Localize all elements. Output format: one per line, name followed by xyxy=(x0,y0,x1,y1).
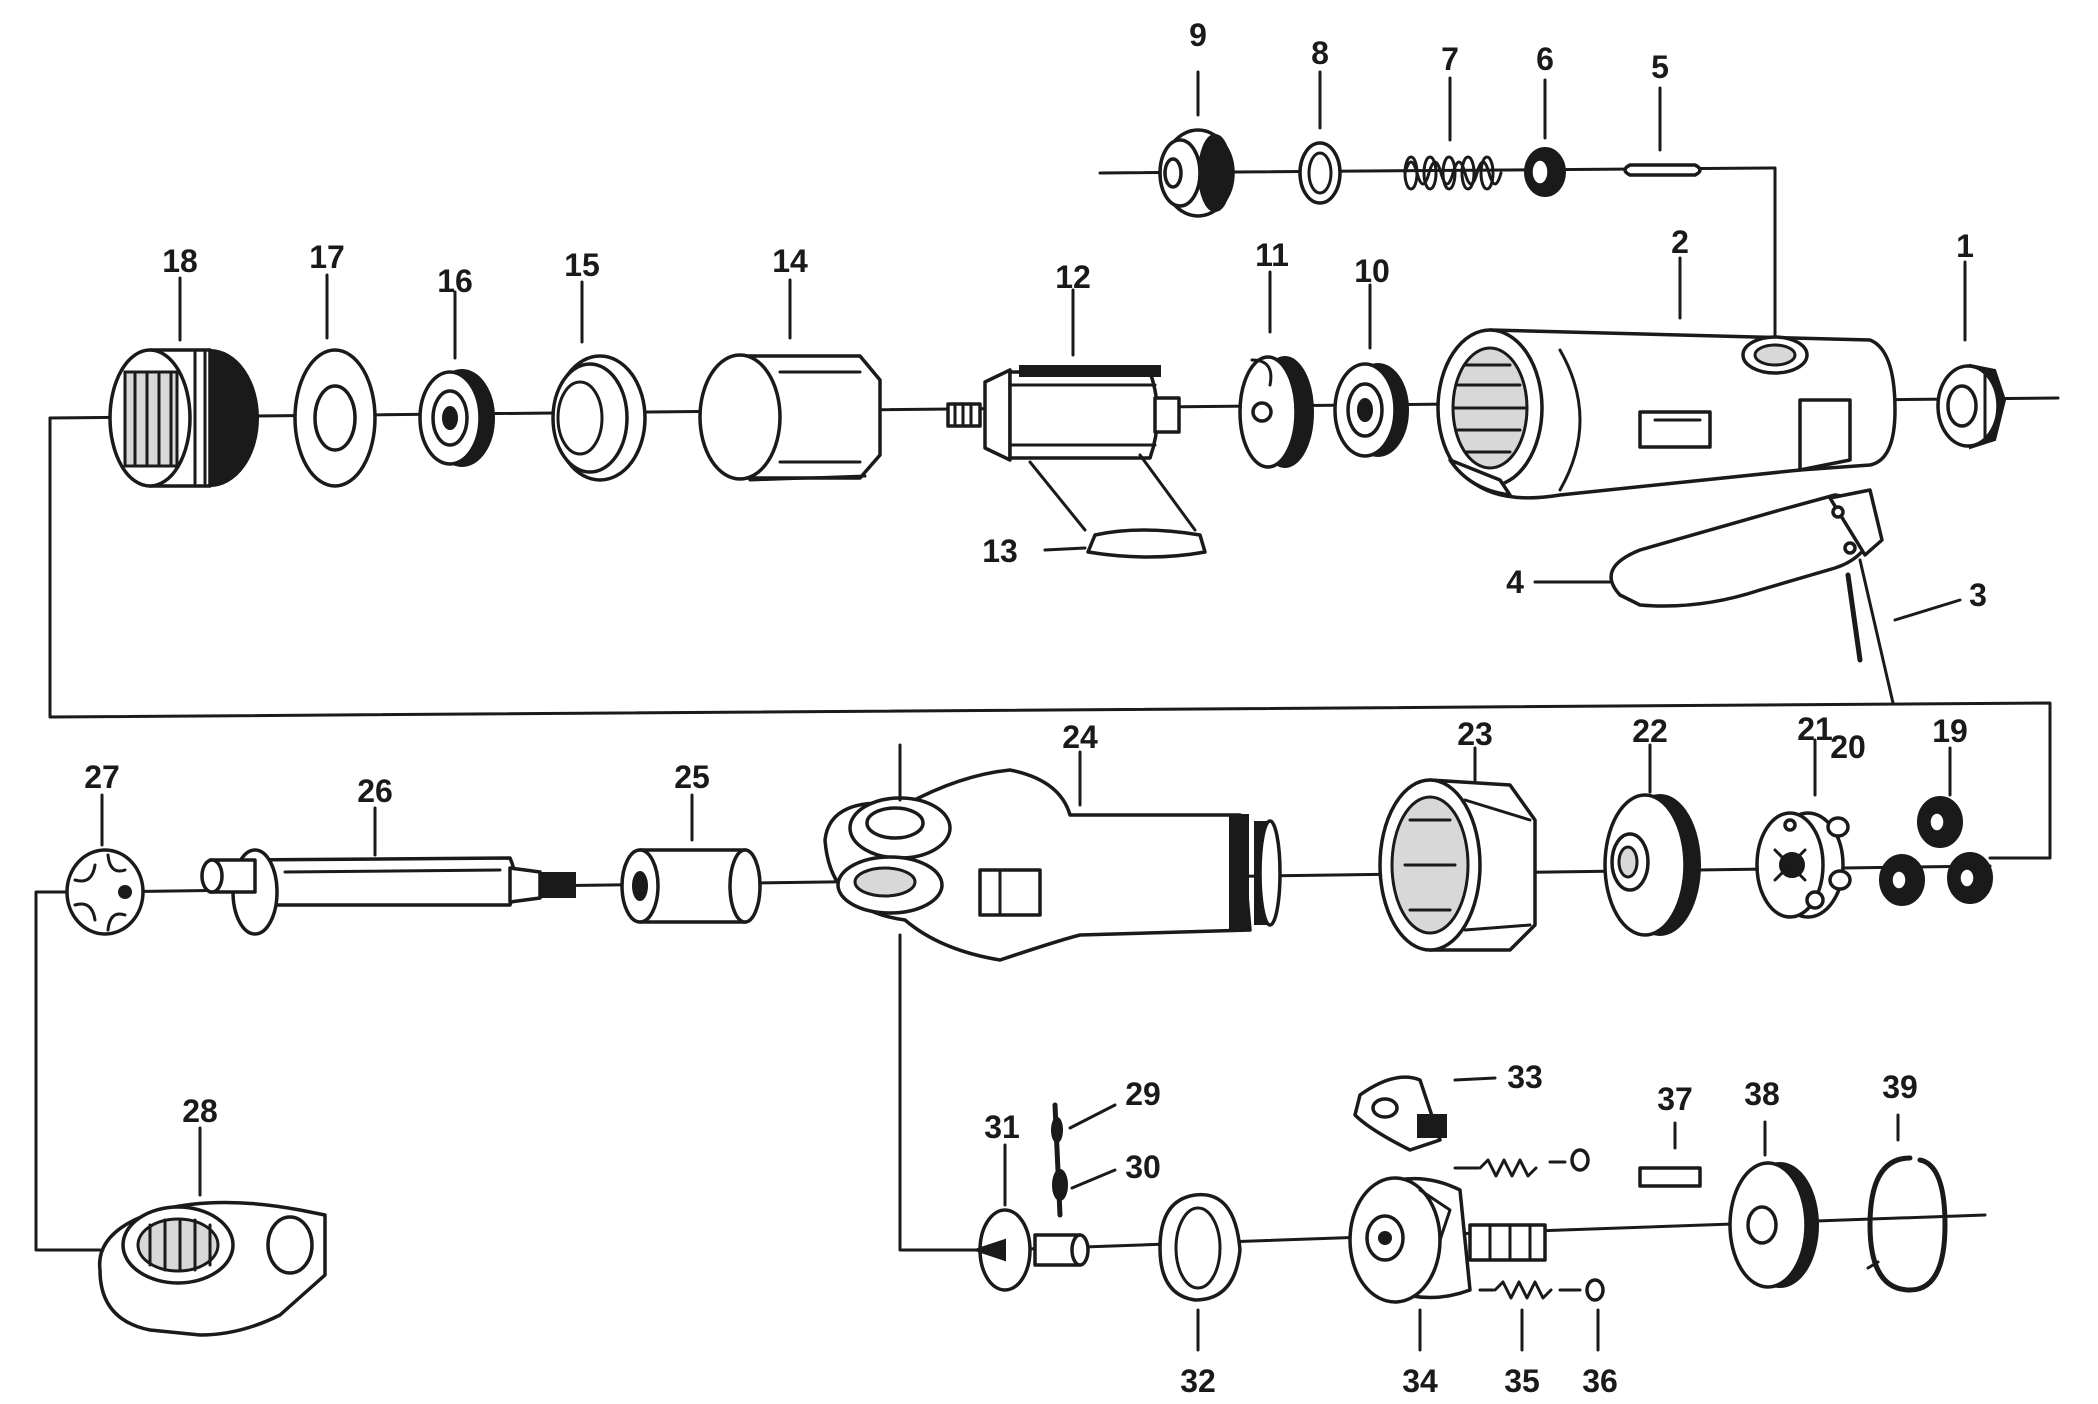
part-9-valve-cap xyxy=(1158,128,1235,218)
label-22: 22 xyxy=(1632,713,1668,749)
part-35-springs xyxy=(1453,1158,1553,1300)
part-36-detent-balls xyxy=(1548,1148,1605,1302)
part-5-valve-stem xyxy=(1623,163,1702,177)
label-12: 12 xyxy=(1055,259,1091,295)
part-37-key xyxy=(1638,1121,1702,1188)
part-15-end-plate xyxy=(551,354,647,482)
label-31: 31 xyxy=(984,1109,1020,1145)
label-28: 28 xyxy=(182,1093,218,1129)
label-17: 17 xyxy=(309,239,345,275)
part-10-bearing xyxy=(1333,362,1409,458)
label-7: 7 xyxy=(1441,41,1459,77)
label-4: 4 xyxy=(1506,564,1524,600)
label-25: 25 xyxy=(674,759,710,795)
label-33: 33 xyxy=(1507,1059,1543,1095)
part-39-retaining-ring xyxy=(1866,1113,1948,1293)
label-11: 11 xyxy=(1255,237,1289,273)
part-8-o-ring xyxy=(1298,141,1342,205)
part-27-ratchet-gear xyxy=(65,848,145,936)
label-30: 30 xyxy=(1125,1149,1161,1185)
label-29: 29 xyxy=(1125,1076,1161,1112)
part-33-pawl xyxy=(1353,1075,1497,1152)
label-38: 38 xyxy=(1744,1076,1780,1112)
part-24-ratchet-head xyxy=(823,743,1282,962)
part-38-washer xyxy=(1728,1161,1819,1289)
label-15: 15 xyxy=(564,247,600,283)
part-22-planet-carrier xyxy=(1603,793,1701,937)
part-14-cylinder xyxy=(698,353,882,482)
part-18-needle-bearing xyxy=(108,348,259,488)
label-6: 6 xyxy=(1536,41,1554,77)
part-31-reverse-button xyxy=(971,1208,1090,1292)
label-19: 19 xyxy=(1932,713,1968,749)
label-27: 27 xyxy=(84,759,120,795)
label-9: 9 xyxy=(1189,17,1207,53)
part-21-gear-carrier xyxy=(1755,811,1845,919)
part-32-gasket xyxy=(1158,1192,1242,1302)
part-3-trigger-pin xyxy=(1845,572,1962,663)
label-14: 14 xyxy=(772,243,808,279)
part-16-ball-bearing xyxy=(418,369,495,467)
part-11-rear-plate xyxy=(1238,355,1314,469)
part-29-30-pawl-pins xyxy=(1051,1102,1117,1218)
part-12-rotor xyxy=(946,365,1197,532)
part-28-ratchet-yoke xyxy=(97,1200,327,1337)
label-1: 1 xyxy=(1956,228,1974,264)
part-7-spring xyxy=(1403,155,1503,191)
label-37: 37 xyxy=(1657,1081,1693,1117)
label-23: 23 xyxy=(1457,716,1493,752)
label-21: 21 xyxy=(1797,711,1833,747)
part-25-bushing xyxy=(620,848,762,924)
part-1-inlet-fitting xyxy=(1936,363,2007,450)
part-labels: 1 2 3 4 5 6 7 8 9 10 11 12 13 14 15 16 1… xyxy=(84,17,1987,1399)
label-32: 32 xyxy=(1180,1363,1216,1399)
part-2-motor-housing xyxy=(1436,328,1897,500)
label-16: 16 xyxy=(437,263,473,299)
part-4-trigger xyxy=(1533,488,1884,608)
label-13: 13 xyxy=(982,533,1018,569)
part-19-planet-gears xyxy=(1879,796,1993,906)
label-leaders xyxy=(100,70,1967,1352)
label-5: 5 xyxy=(1651,49,1669,85)
label-39: 39 xyxy=(1882,1069,1918,1105)
label-34: 34 xyxy=(1402,1363,1438,1399)
part-26-shaft xyxy=(200,848,576,936)
part-17-washer xyxy=(293,348,377,488)
part-6-valve xyxy=(1524,147,1566,197)
label-20: 20 xyxy=(1830,729,1866,765)
label-8: 8 xyxy=(1311,35,1329,71)
part-20-pins xyxy=(1805,816,1852,910)
label-35: 35 xyxy=(1504,1363,1540,1399)
label-36: 36 xyxy=(1582,1363,1618,1399)
part-13-rotor-blade xyxy=(1043,528,1207,559)
label-26: 26 xyxy=(357,773,393,809)
label-24: 24 xyxy=(1062,719,1098,755)
label-18: 18 xyxy=(162,243,198,279)
label-10: 10 xyxy=(1354,253,1390,289)
part-34-ratchet-body xyxy=(1348,1176,1547,1304)
label-2: 2 xyxy=(1671,224,1689,260)
label-3: 3 xyxy=(1969,577,1987,613)
part-23-lock-nut xyxy=(1378,778,1537,952)
